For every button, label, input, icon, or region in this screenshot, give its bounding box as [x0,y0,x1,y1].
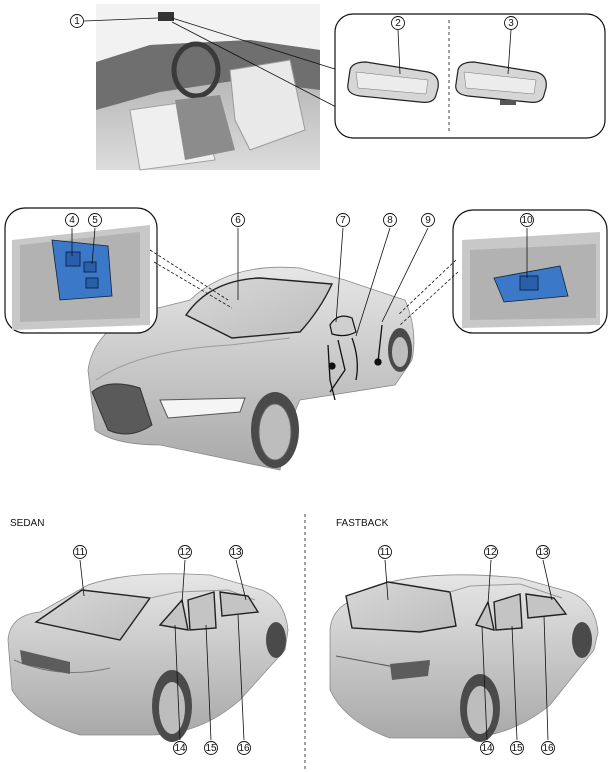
callout-number: 16 [238,743,250,754]
sedan-label: SEDAN [10,518,44,529]
callout-number: 1 [74,16,80,27]
fastback-label: FASTBACK [336,518,388,529]
power-window-main-switch-detail [5,208,157,333]
fastback-rear-view [330,575,598,742]
callout-number: 6 [235,215,241,226]
callout-number: 4 [69,215,75,226]
callout-number: 12 [485,547,497,558]
callout-number: 5 [92,215,98,226]
callout-number: 11 [380,547,391,558]
main-switch-panel [52,240,112,300]
callout-number: 13 [537,547,549,558]
callout-number: 13 [230,547,242,558]
callout-number: 10 [521,215,533,226]
power-window-subswitch-detail [453,210,607,333]
callout-number: 12 [179,547,191,558]
callout-number: 14 [481,743,493,754]
callout-number: 11 [75,547,86,558]
callout-number: 15 [205,743,217,754]
callout-number: 7 [340,215,346,226]
callout-number: 16 [542,743,554,754]
mirror-detail-box [335,14,605,138]
callout-number: 8 [387,215,393,226]
callout-number: 9 [425,215,431,226]
callout-number: 3 [508,18,514,29]
callout-number: 15 [511,743,523,754]
callout-number: 14 [174,743,186,754]
callout-number: 2 [395,18,401,29]
